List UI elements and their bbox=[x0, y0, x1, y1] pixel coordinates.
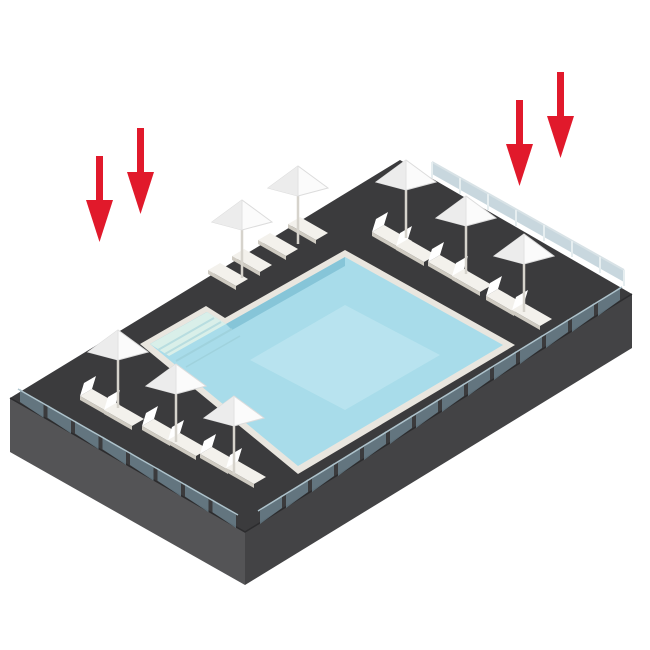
glass-panel bbox=[416, 399, 438, 428]
sun-lounger bbox=[258, 220, 298, 260]
arrow-down-icon bbox=[506, 100, 533, 186]
glass-panel bbox=[520, 335, 542, 364]
parasol bbox=[86, 329, 150, 408]
sun-lounger bbox=[104, 390, 144, 430]
glass-panel bbox=[286, 479, 308, 508]
parasol bbox=[492, 233, 556, 312]
glass-panel bbox=[468, 367, 490, 396]
glass-panel bbox=[185, 483, 209, 513]
parasol bbox=[434, 195, 498, 274]
parasol bbox=[144, 363, 208, 442]
arrow-down-icon bbox=[86, 156, 113, 242]
slab-side-left bbox=[10, 398, 245, 585]
glass-panel bbox=[20, 389, 44, 418]
parasols bbox=[86, 159, 556, 474]
glass-panel bbox=[546, 319, 568, 348]
glass-panel bbox=[212, 499, 236, 528]
glass-panel bbox=[75, 420, 99, 450]
glass-panel bbox=[494, 351, 516, 380]
glass-panel bbox=[572, 303, 594, 332]
sun-lounger bbox=[396, 226, 436, 266]
glass-panel bbox=[312, 463, 334, 492]
glass-panel bbox=[47, 404, 71, 434]
glass-panel bbox=[442, 383, 464, 412]
parasol bbox=[210, 199, 274, 278]
sun-lounger bbox=[208, 250, 248, 290]
slab-side-right bbox=[245, 294, 632, 585]
glass-railing-front bbox=[17, 286, 623, 528]
glass-panel bbox=[338, 447, 360, 476]
pool-steps bbox=[150, 312, 241, 368]
glass-panel bbox=[364, 431, 386, 460]
glass-panel bbox=[102, 436, 126, 465]
parasol bbox=[202, 395, 266, 474]
arrow-down-icon bbox=[547, 72, 574, 158]
sun-lounger bbox=[452, 256, 492, 296]
glass-panel bbox=[157, 467, 181, 497]
glass-panel bbox=[598, 287, 620, 316]
glass-panel bbox=[260, 495, 282, 524]
glass-railing-back bbox=[431, 161, 625, 286]
arrow-down-icon bbox=[127, 128, 154, 214]
sun-loungers bbox=[80, 204, 552, 488]
glass-panel bbox=[130, 452, 154, 481]
parasol bbox=[374, 159, 438, 238]
parasol bbox=[266, 165, 330, 244]
glass-panel bbox=[390, 415, 412, 444]
down-arrows bbox=[86, 72, 574, 242]
